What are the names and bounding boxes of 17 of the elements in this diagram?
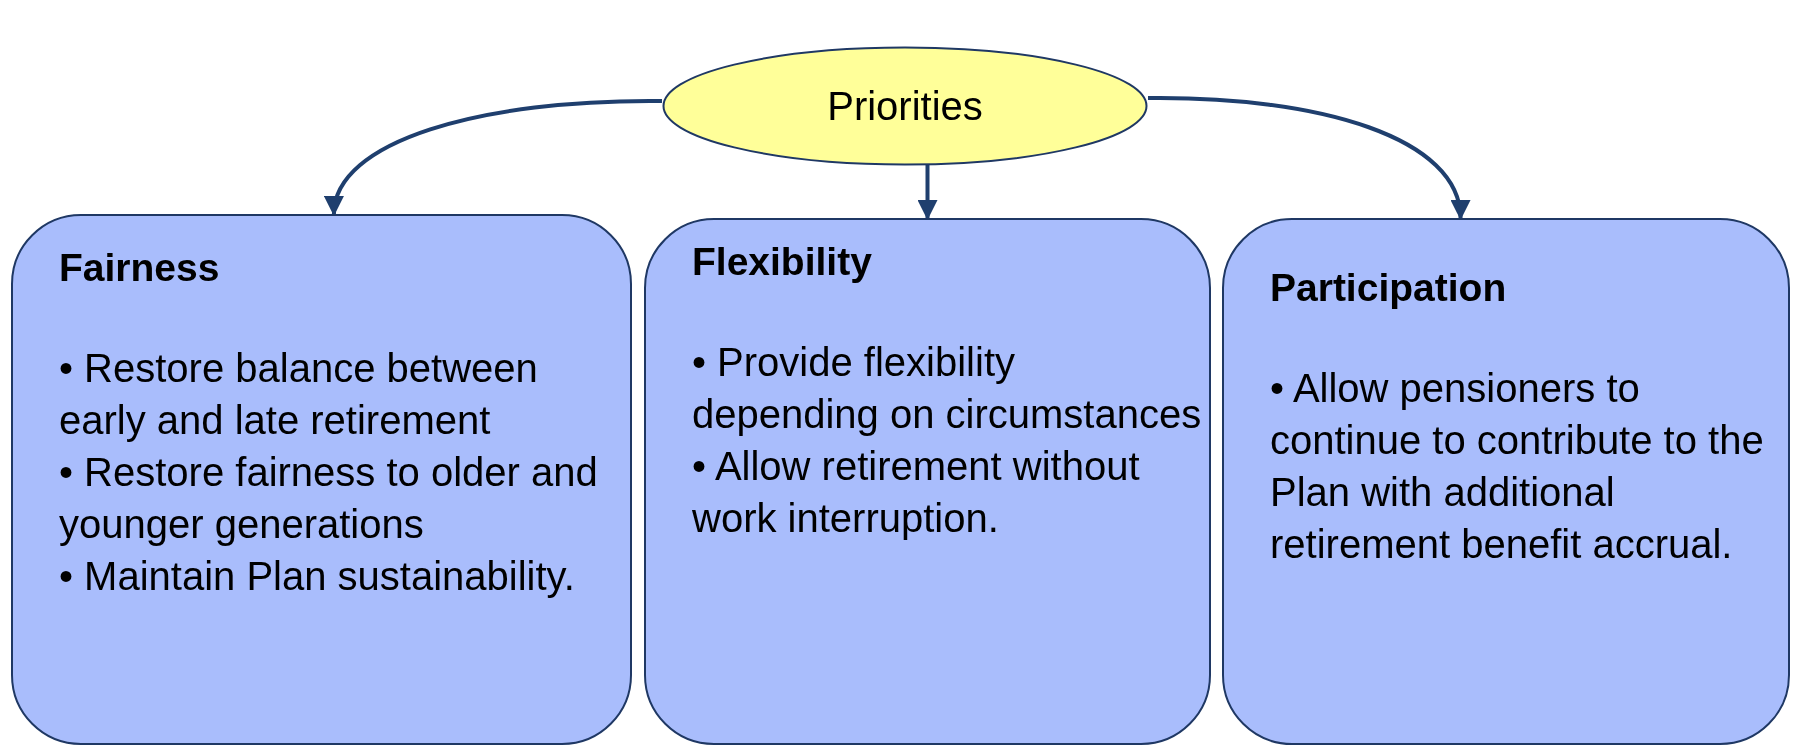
arrow [917,165,938,220]
bullet-text: • Restore fairness to older and younger generations [59,449,599,548]
priority-ellipse [662,46,1148,166]
box-heading: Fairness [59,246,221,290]
arrow [1147,96,1468,220]
category-box [11,214,632,745]
bullet-text: • Provide flexibility depending on circumstances [692,339,1203,438]
category-box [644,218,1211,745]
category-box [1222,218,1790,745]
bullet-text: • Allow retirement without work interruption. [692,443,1141,542]
bullet-text: • Restore balance between early and late retirement [59,345,539,444]
arrow [327,99,663,216]
box-heading: Participation [1270,266,1508,310]
ellipse-label: Priorities [827,83,983,129]
bullet-text: • Allow pensioners to continue to contribute to the Plan with additional retirement benefit accrual. [1270,365,1765,568]
box-heading: Flexibility [692,240,873,284]
bullet-text: • Maintain Plan sustainability. [59,553,576,600]
